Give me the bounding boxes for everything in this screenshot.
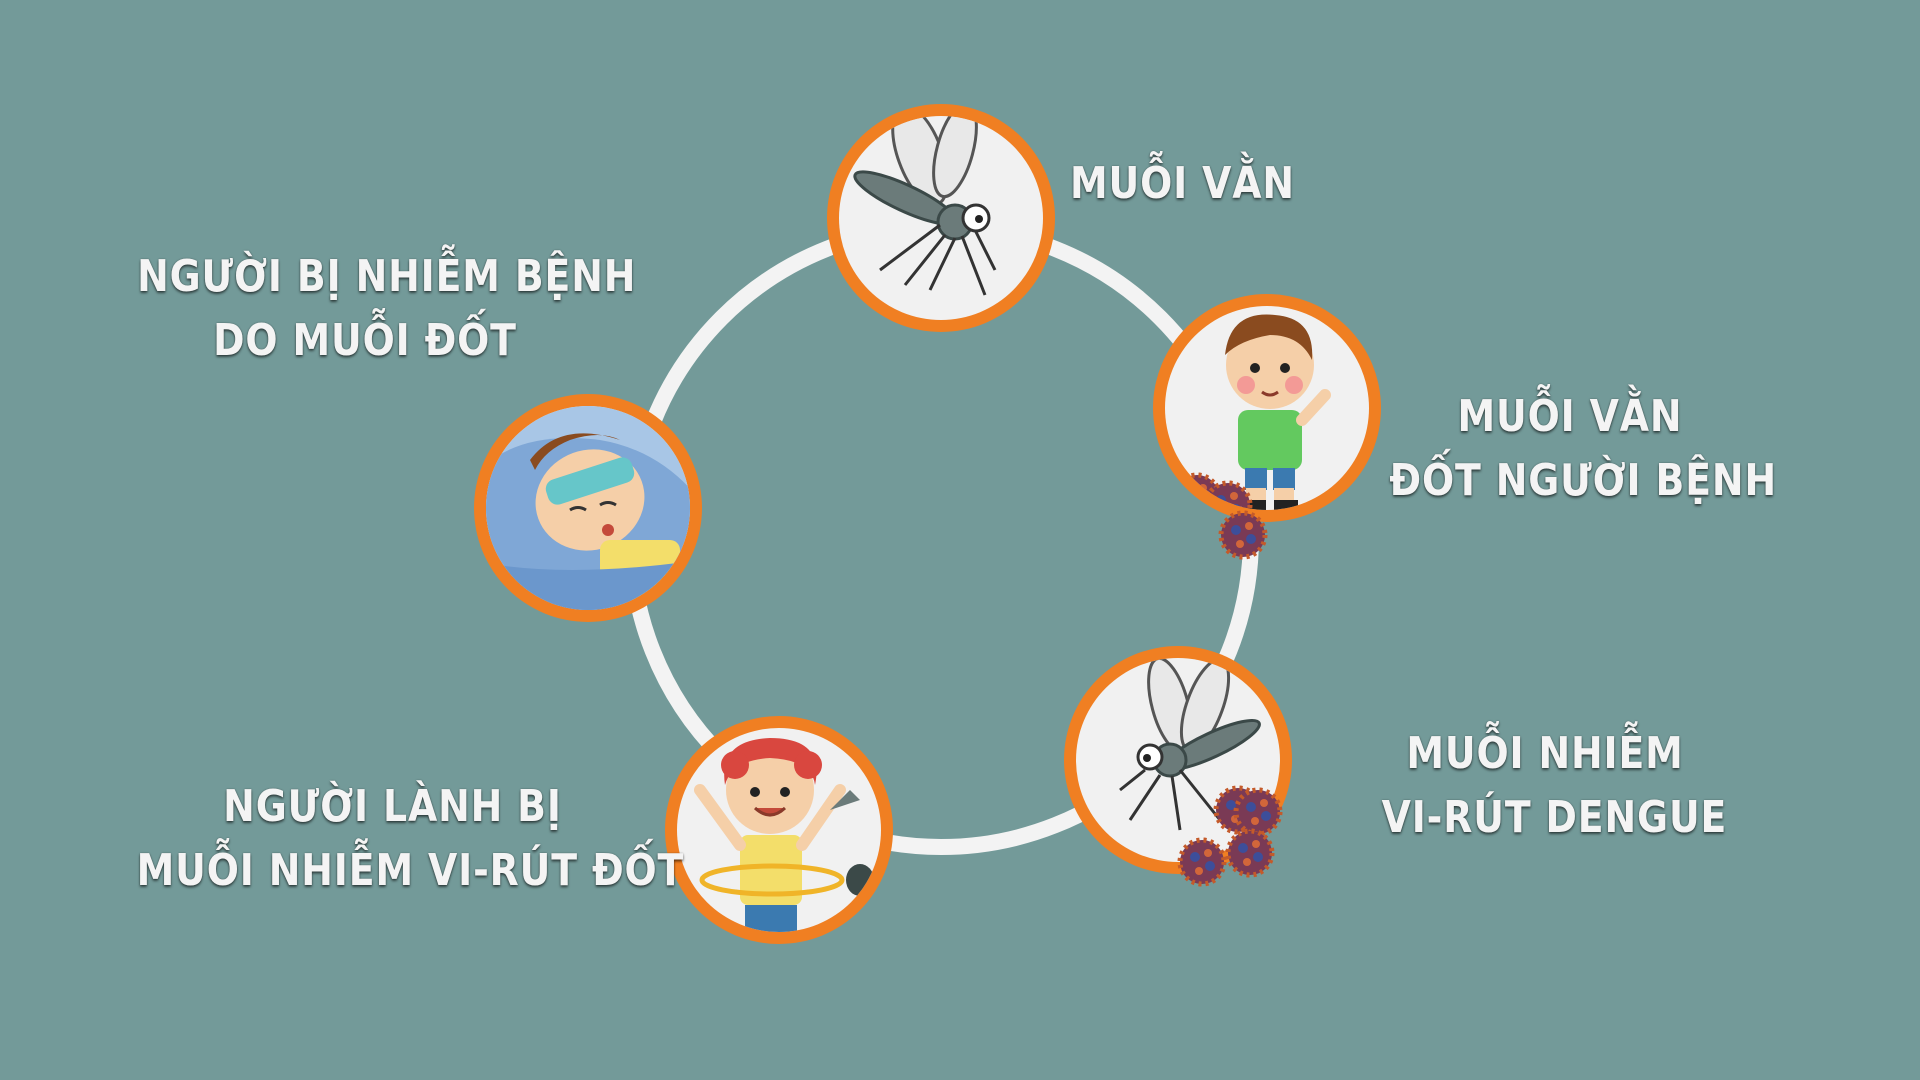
healthy-child-icon xyxy=(694,738,874,932)
label-mosquito: MUỖI VẰN xyxy=(1070,158,1295,209)
node-infected-mosquito xyxy=(1064,646,1292,884)
label-infected-mosquito: MUỖI NHIỄM VI-RÚT DENGUE xyxy=(1381,728,1728,843)
feverish-child-icon xyxy=(486,406,690,610)
infected-mosquito-icon xyxy=(1119,658,1264,832)
label-person-infected: NGƯỜI BỊ NHIỄM BỆNH DO MUỖI ĐỐT xyxy=(137,251,637,366)
label-mosquito-bites-patient: MUỖI VẰN ĐỐT NGƯỜI BỆNH xyxy=(1389,391,1777,506)
sick-child-icon xyxy=(1175,314,1331,510)
node-mosquito xyxy=(827,104,1055,332)
label-healthy-person-bitten: NGƯỜI LÀNH BỊ MUỖI NHIỄM VI-RÚT ĐỐT xyxy=(136,781,685,896)
node-person-infected xyxy=(474,394,702,622)
mosquito-icon xyxy=(853,116,997,296)
node-mosquito-bites-patient xyxy=(1153,294,1381,557)
node-healthy-person-bitten xyxy=(665,716,893,944)
